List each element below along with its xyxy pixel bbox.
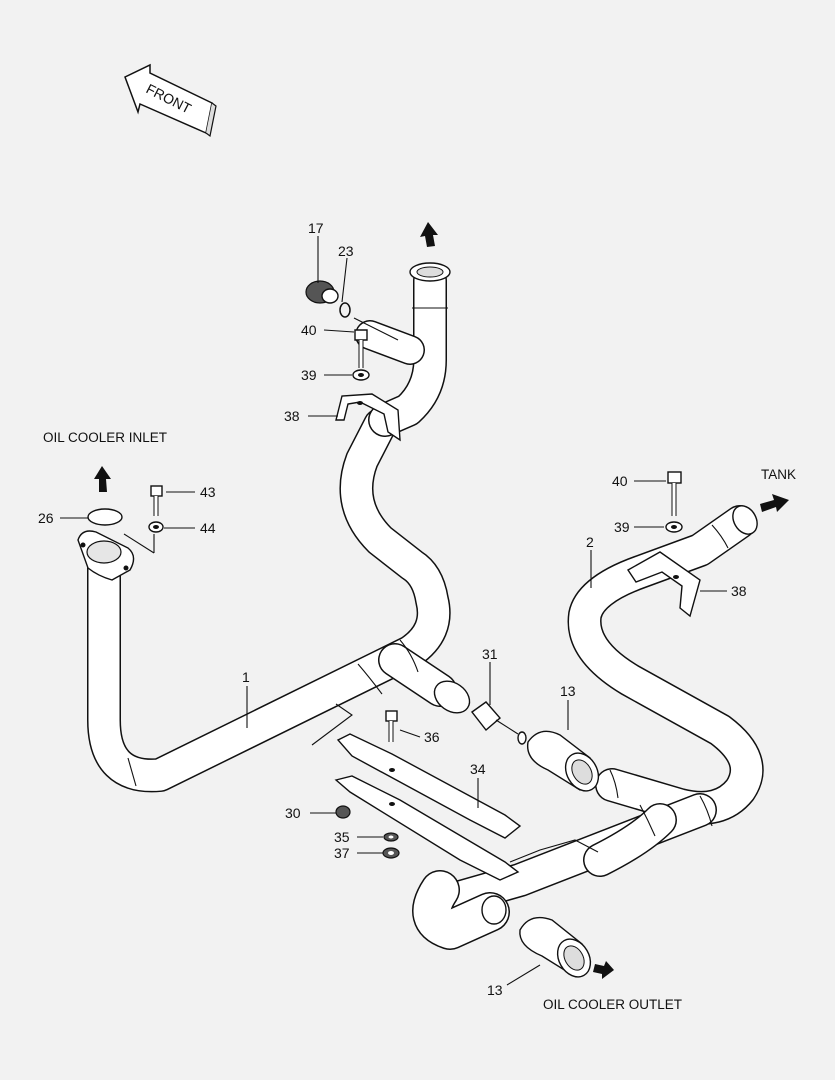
callout-40-upper: 40 — [301, 322, 317, 338]
bracket-38-upper — [335, 393, 401, 442]
pipe-1 — [87, 408, 471, 793]
inlet-flange — [77, 508, 135, 581]
up-arrow-inlet — [94, 466, 111, 492]
bracket-38-right — [626, 551, 701, 618]
tank-label: TANK — [761, 467, 796, 482]
callout-43: 43 — [200, 484, 216, 500]
plug-31 — [470, 701, 527, 745]
callout-35: 35 — [334, 829, 350, 845]
callout-2: 2 — [586, 534, 594, 550]
callout-37: 37 — [334, 845, 350, 861]
oil-cooler-outlet-label: OIL COOLER OUTLET — [543, 997, 682, 1012]
coupler-13-lower — [519, 916, 592, 978]
washer-39-right — [665, 521, 683, 533]
oring-23 — [339, 302, 351, 318]
callout-13-lower: 13 — [487, 982, 503, 998]
callout-23: 23 — [338, 243, 354, 259]
bolt-40-upper — [354, 329, 368, 368]
callout-38-upper: 38 — [284, 408, 300, 424]
arrow-outlet — [593, 961, 614, 979]
upper-riser — [355, 262, 451, 437]
bolt-43 — [150, 485, 163, 516]
callout-17: 17 — [308, 220, 324, 236]
callout-31: 31 — [482, 646, 498, 662]
callout-13-upper: 13 — [560, 683, 576, 699]
callout-40-right: 40 — [612, 473, 628, 489]
plug-17 — [305, 280, 339, 304]
nut-30 — [335, 805, 351, 819]
coupler-13-upper — [526, 730, 600, 792]
leader-lines — [60, 236, 727, 986]
washer-44 — [148, 521, 164, 533]
washer-39-upper — [352, 369, 370, 381]
callout-1: 1 — [242, 669, 250, 685]
callout-26: 26 — [38, 510, 54, 526]
arrow-tank — [760, 494, 789, 512]
front-arrow: FRONT — [124, 63, 217, 138]
bolt-40-right — [667, 471, 682, 516]
pipe-2 — [412, 505, 764, 950]
callout-34: 34 — [470, 761, 486, 777]
bolt-36 — [385, 710, 398, 742]
callout-44: 44 — [200, 520, 216, 536]
callout-39-right: 39 — [614, 519, 630, 535]
callout-36: 36 — [424, 729, 440, 745]
support-34 — [334, 733, 522, 881]
callout-30: 30 — [285, 805, 301, 821]
callout-39-upper: 39 — [301, 367, 317, 383]
nut-37 — [382, 847, 400, 859]
callout-38-right: 38 — [731, 583, 747, 599]
oil-cooler-inlet-label: OIL COOLER INLET — [43, 430, 167, 445]
up-arrow-top — [420, 222, 438, 247]
washer-35 — [383, 832, 399, 842]
